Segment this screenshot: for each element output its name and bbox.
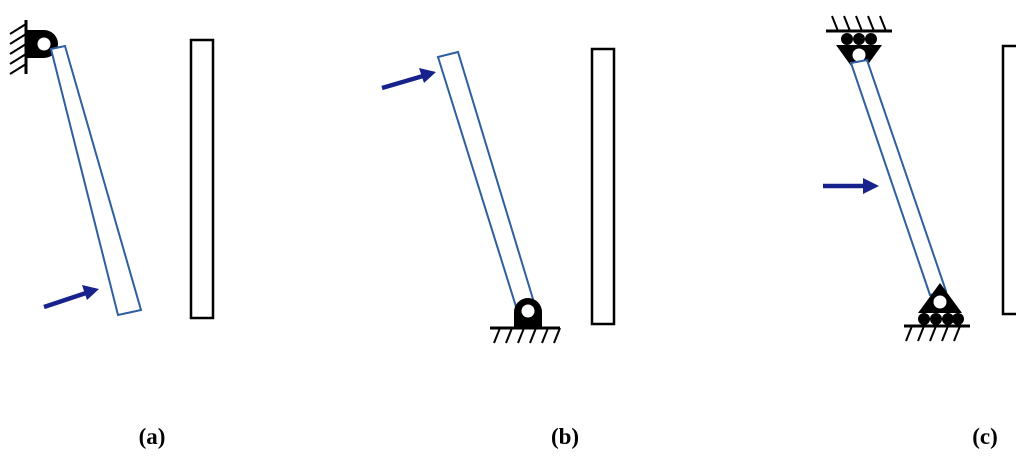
panel-a-bar bbox=[49, 44, 143, 317]
hatch-line bbox=[855, 15, 863, 32]
caption-a: (a) bbox=[138, 424, 166, 449]
arrow-head bbox=[82, 285, 99, 300]
pin-hole bbox=[852, 48, 866, 62]
hatch-line bbox=[9, 63, 27, 75]
arrow-head bbox=[419, 68, 436, 83]
roller bbox=[865, 33, 877, 45]
panel-c-force-arrow bbox=[823, 178, 879, 194]
roller bbox=[853, 33, 865, 45]
hatch-line bbox=[553, 327, 561, 344]
hatch-line bbox=[529, 327, 537, 344]
hatch-line bbox=[867, 15, 875, 32]
hatch-line bbox=[505, 327, 513, 344]
arrow-shaft bbox=[381, 73, 424, 91]
pin-hole bbox=[521, 304, 535, 318]
panel-b-bar bbox=[436, 50, 538, 315]
hatch-line bbox=[517, 327, 525, 344]
panel-b-force-arrow bbox=[381, 68, 436, 91]
hatch-line bbox=[917, 325, 925, 342]
panel-c-bottom-roller-support bbox=[904, 283, 970, 342]
hatch-line bbox=[929, 325, 937, 342]
roller bbox=[841, 33, 853, 45]
panel-a bbox=[9, 20, 215, 320]
roller bbox=[952, 313, 964, 325]
arrow-head bbox=[863, 178, 879, 194]
hatch-line bbox=[9, 43, 27, 55]
caption-c: (c) bbox=[972, 424, 998, 449]
roller bbox=[930, 313, 942, 325]
panel-c-bar bbox=[849, 58, 948, 297]
panel-a-force-arrow bbox=[43, 285, 99, 310]
hatch-line bbox=[941, 325, 949, 342]
panel-c-vertical-block bbox=[1001, 44, 1016, 316]
pin-hole bbox=[37, 37, 51, 51]
hatch-line bbox=[831, 15, 839, 32]
roller bbox=[942, 313, 954, 325]
caption-b: (b) bbox=[550, 424, 580, 449]
hatch-line bbox=[843, 15, 851, 32]
roller bbox=[918, 313, 930, 325]
hatch-line bbox=[541, 327, 549, 344]
panel-c bbox=[823, 15, 1016, 342]
hatch-line bbox=[879, 15, 887, 32]
panel-a-vertical-block bbox=[189, 38, 215, 320]
arrow-shaft bbox=[43, 290, 87, 310]
hatch-line bbox=[953, 325, 961, 342]
hatch-line bbox=[9, 33, 27, 45]
hatch-line bbox=[9, 53, 27, 65]
panel-a-pin-support bbox=[26, 30, 58, 58]
hatch-line bbox=[493, 327, 501, 344]
panel-b-vertical-block bbox=[590, 47, 616, 326]
hatch-line bbox=[9, 23, 27, 35]
panel-a-fixed-wall bbox=[9, 20, 28, 75]
pin-hole bbox=[933, 295, 947, 309]
panel-b-pin-support bbox=[490, 298, 561, 344]
hatch-line bbox=[905, 325, 913, 342]
panel-b bbox=[381, 47, 616, 344]
